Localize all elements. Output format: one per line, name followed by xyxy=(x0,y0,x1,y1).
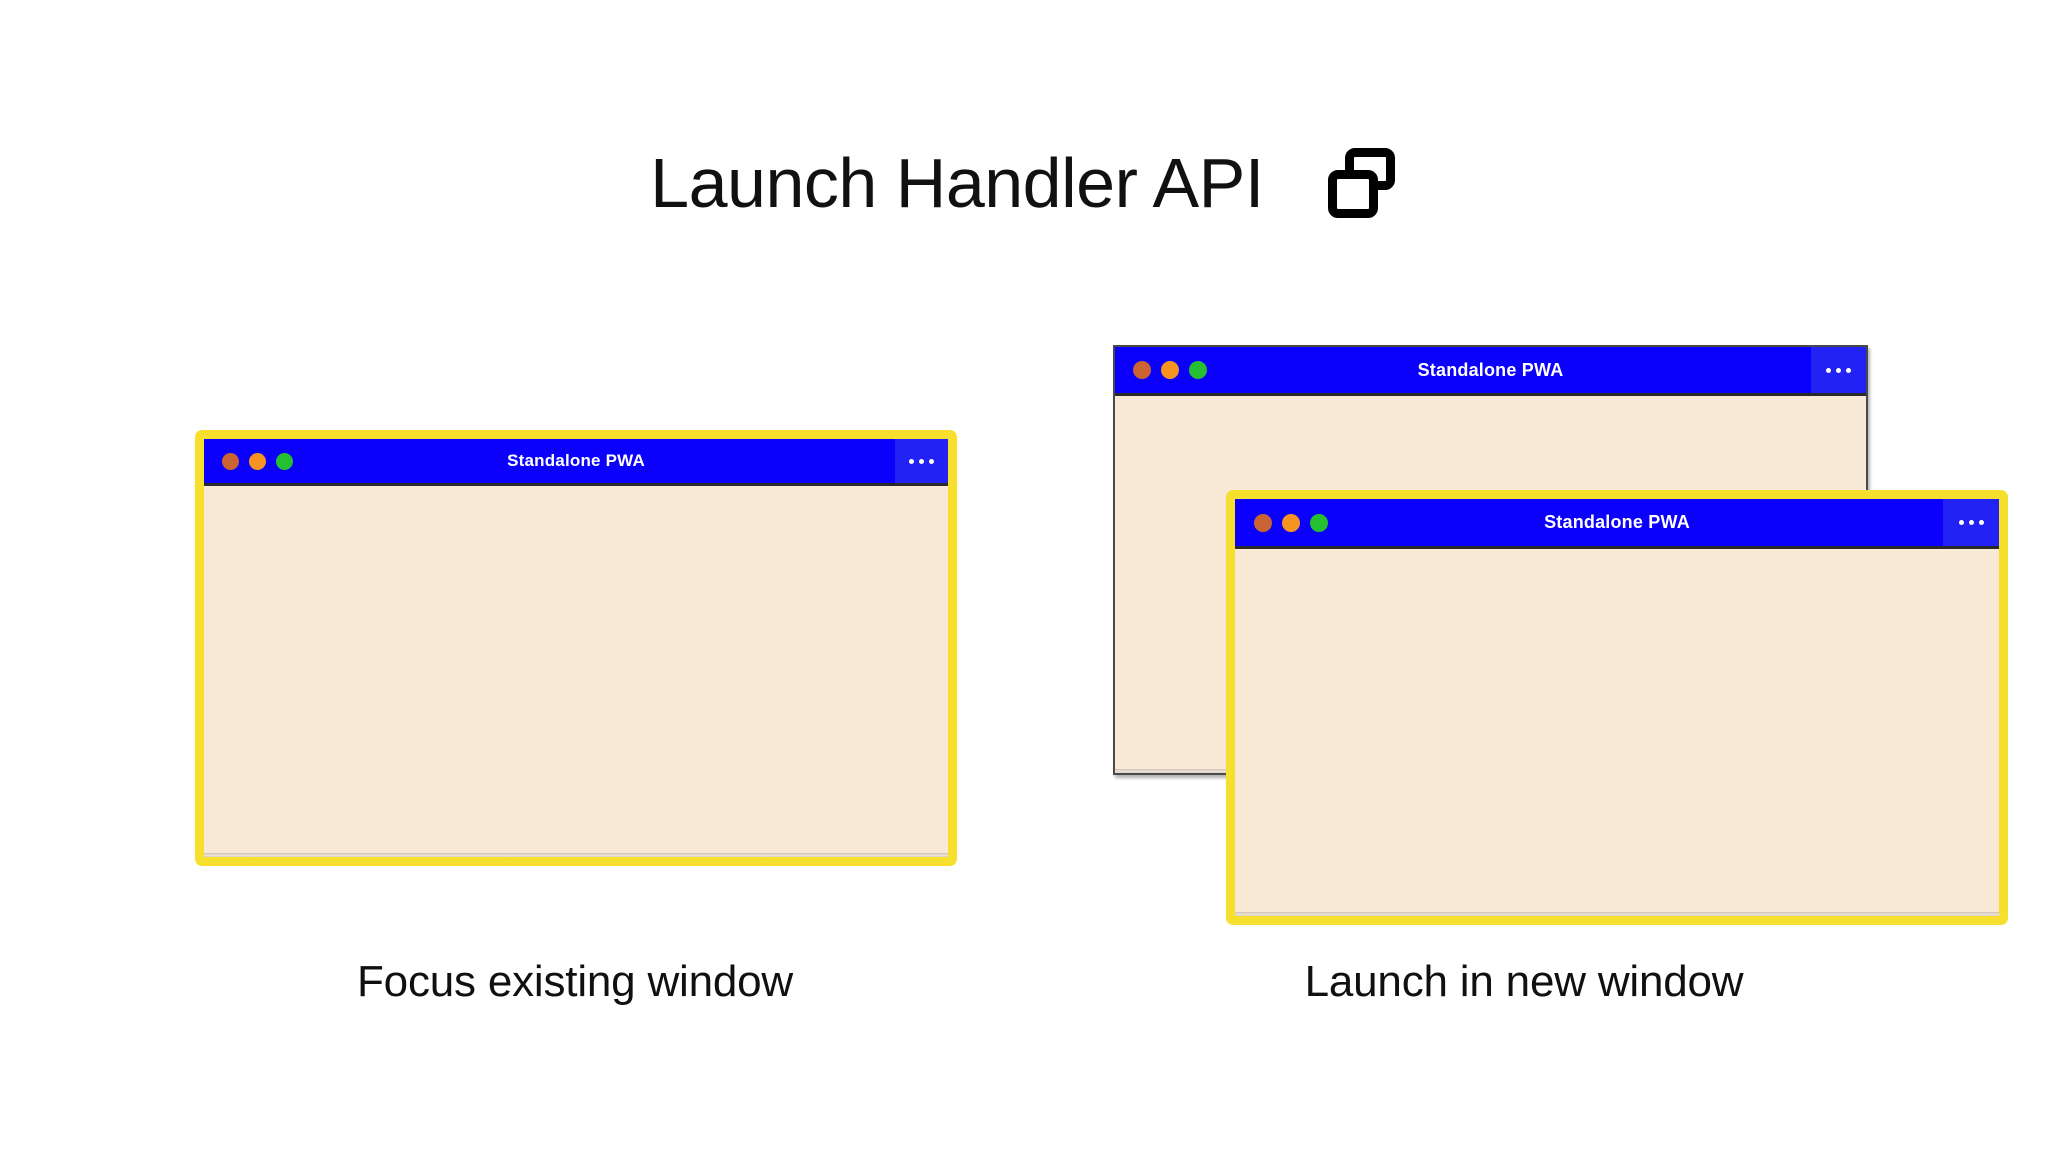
caption-focus-existing-window: Focus existing window xyxy=(357,957,793,1006)
window-menu-button[interactable] xyxy=(1811,347,1866,393)
window-titlebar[interactable]: Standalone PWA xyxy=(1115,347,1866,396)
menu-dot-icon xyxy=(1846,367,1851,373)
caption-launch-in-new-window: Launch in new window xyxy=(1304,957,1744,1006)
menu-dot-icon xyxy=(929,458,934,464)
maximize-window-icon[interactable] xyxy=(1310,513,1328,532)
window-title-label: Standalone PWA xyxy=(507,451,645,470)
window-inner: Standalone PWA xyxy=(1235,499,1999,916)
close-window-icon[interactable] xyxy=(1133,361,1151,379)
minimize-window-icon[interactable] xyxy=(1282,513,1300,532)
minimize-window-icon[interactable] xyxy=(249,452,266,470)
window-titlebar[interactable]: Standalone PWA xyxy=(1235,499,1999,549)
window-title-label: Standalone PWA xyxy=(1417,359,1564,380)
window-inner: Standalone PWA xyxy=(204,439,948,857)
menu-dot-icon xyxy=(1958,520,1964,525)
window-menu-button[interactable] xyxy=(1943,499,1999,546)
standalone-pwa-window-new[interactable]: Standalone PWA xyxy=(1226,490,2008,925)
window-titlebar[interactable]: Standalone PWA xyxy=(204,439,948,486)
maximize-window-icon[interactable] xyxy=(1189,361,1207,379)
window-content-area xyxy=(1235,549,1999,916)
multi-window-icon xyxy=(1327,148,1395,218)
minimize-window-icon[interactable] xyxy=(1161,361,1179,379)
close-window-icon[interactable] xyxy=(1254,513,1272,532)
close-window-icon[interactable] xyxy=(222,452,239,470)
window-title-label: Standalone PWA xyxy=(1544,512,1690,532)
menu-dot-icon xyxy=(1968,520,1974,525)
page-title: Launch Handler API xyxy=(650,144,1264,222)
window-content-area xyxy=(204,486,948,857)
menu-dot-icon xyxy=(919,458,924,464)
menu-dot-icon xyxy=(1978,520,1984,525)
menu-dot-icon xyxy=(1836,367,1841,373)
page-header: Launch Handler API xyxy=(0,128,2048,238)
menu-dot-icon xyxy=(909,458,914,464)
window-menu-button[interactable] xyxy=(895,439,948,483)
traffic-light-controls xyxy=(1133,361,1207,379)
maximize-window-icon[interactable] xyxy=(276,452,293,470)
traffic-light-controls xyxy=(222,452,293,470)
standalone-pwa-window-focused[interactable]: Standalone PWA xyxy=(195,430,957,866)
traffic-light-controls xyxy=(1254,513,1328,532)
menu-dot-icon xyxy=(1826,367,1831,373)
